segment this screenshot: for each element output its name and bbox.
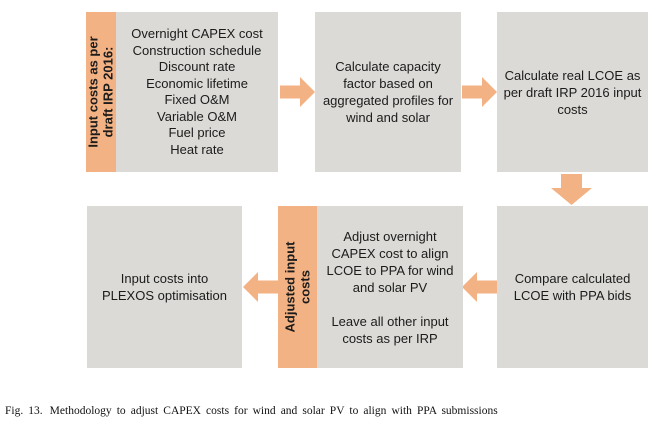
- input-cost-item: Construction schedule: [132, 42, 262, 58]
- flow-step-adjusted-input-costs: Adjusted input costs Adjust overnight CA…: [278, 206, 463, 368]
- input-cost-item: Discount rate: [158, 59, 236, 74]
- side-label-line: costs: [297, 270, 313, 304]
- figure-caption-label: Fig. 13.: [5, 405, 43, 417]
- arrow-right-icon: [462, 77, 497, 107]
- input-cost-item: Economic lifetime: [146, 75, 248, 91]
- arrow-right-shape: [280, 77, 315, 107]
- flow-step-plexos: Input costs into PLEXOS optimisation: [87, 206, 242, 368]
- figure-caption-text: Methodology to adjust CAPEX costs for wi…: [49, 405, 498, 417]
- arrow-left-icon: [243, 272, 278, 302]
- flow-step-input-costs: Input costs as per draft IRP 2016: Overn…: [86, 12, 278, 172]
- arrow-right-shape: [462, 77, 497, 107]
- adjusted-input-costs-side-label: Adjusted input costs: [278, 206, 317, 368]
- arrow-left-icon: [462, 272, 497, 302]
- flow-step-capacity-factor: Calculate capacity factor based on aggre…: [315, 12, 461, 172]
- input-cost-item: Overnight CAPEX cost: [131, 26, 263, 41]
- input-cost-item: Fixed O&M: [164, 92, 230, 107]
- arrow-down-shape: [551, 174, 592, 205]
- input-costs-list: Overnight CAPEX cost Construction schedu…: [116, 12, 278, 172]
- side-label-line: Adjusted input: [282, 241, 298, 333]
- arrow-left-shape: [243, 272, 278, 302]
- side-label-text: Adjusted input costs: [283, 242, 313, 333]
- side-label-line: Input costs as per: [86, 36, 101, 148]
- arrow-left-shape: [462, 272, 497, 302]
- capacity-factor-text: Calculate capacity factor based on aggre…: [322, 59, 454, 125]
- input-cost-item: Fuel price: [168, 125, 226, 140]
- flow-step-compare-lcoe: Compare calculated LCOE with PPA bids: [497, 206, 648, 368]
- side-label-line: draft IRP 2016:: [101, 46, 116, 138]
- figure-caption: Fig. 13. Methodology to adjust CAPEX cost…: [5, 405, 498, 417]
- calculate-lcoe-text: Calculate real LCOE as per draft IRP 201…: [503, 67, 642, 117]
- input-cost-item: Variable O&M: [157, 108, 237, 124]
- adjust-capex-text: Adjust overnight CAPEX cost to align LCO…: [326, 228, 454, 295]
- leave-other-costs-text: Leave all other input costs as per IRP: [331, 313, 449, 346]
- compare-lcoe-text: Compare calculated LCOE with PPA bids: [513, 271, 632, 303]
- arrow-right-icon: [280, 77, 315, 107]
- plexos-text: Input costs into PLEXOS optimisation: [101, 271, 227, 303]
- input-costs-side-label: Input costs as per draft IRP 2016:: [86, 12, 116, 172]
- input-cost-item: Heat rate: [170, 141, 224, 157]
- side-label-text: Input costs as per draft IRP 2016:: [86, 36, 116, 147]
- flow-step-calculate-lcoe: Calculate real LCOE as per draft IRP 201…: [497, 12, 648, 172]
- arrow-down-icon: [551, 174, 592, 205]
